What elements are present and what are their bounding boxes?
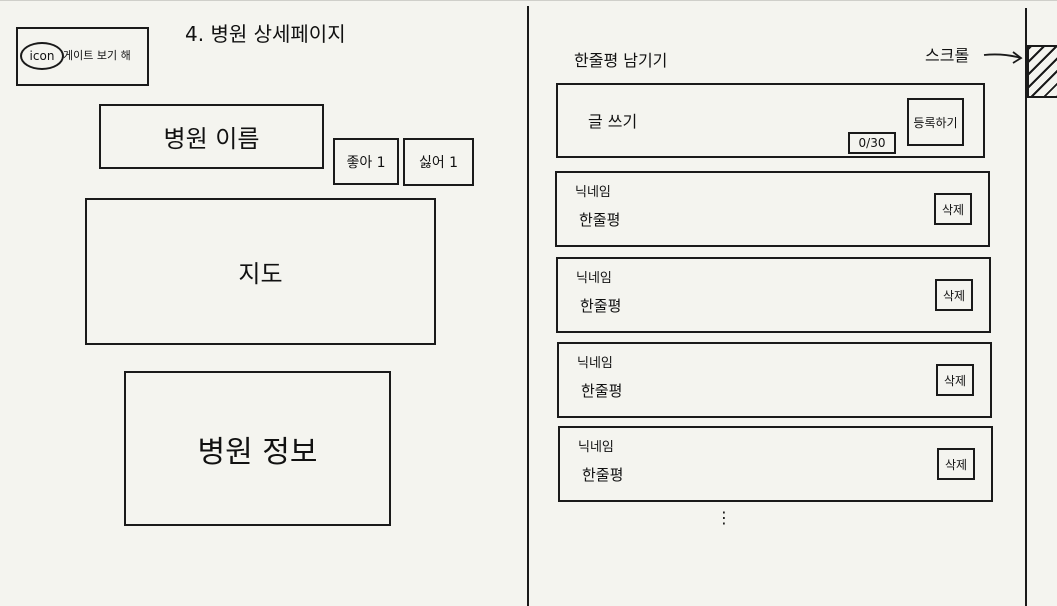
review-text: 한줄평 <box>580 297 622 315</box>
review-nickname: 닉네임 <box>577 356 613 371</box>
review-item: 닉네임 한줄평 삭제 <box>556 257 991 333</box>
delete-review-button[interactable]: 삭제 <box>936 364 974 396</box>
header-box <box>16 27 149 86</box>
review-text: 한줄평 <box>581 382 623 400</box>
hospital-name: 병원 이름 <box>99 104 324 169</box>
review-item: 닉네임 한줄평 삭제 <box>558 426 993 502</box>
review-section-heading: 한줄평 남기기 <box>574 51 668 70</box>
delete-review-button[interactable]: 삭제 <box>937 448 975 480</box>
page-title: 4. 병원 상세페이지 <box>185 22 346 46</box>
header-nav-text[interactable]: 게이트 보기 해 <box>63 49 131 62</box>
pane-divider <box>527 6 529 606</box>
review-list: 닉네임 한줄평 삭제 닉네임 한줄평 삭제 닉네임 한줄평 삭제 닉네임 한줄평… <box>555 171 993 506</box>
like-button[interactable]: 좋아 1 <box>333 138 399 185</box>
scroll-annotation: 스크롤 <box>925 46 970 65</box>
scrollbar-track[interactable] <box>1025 8 1027 606</box>
char-counter: 0/30 <box>848 132 896 154</box>
review-write-box: 0/30 등록하기 <box>556 83 985 158</box>
dislike-button[interactable]: 싫어 1 <box>403 138 474 186</box>
hospital-info-panel: 병원 정보 <box>124 371 391 526</box>
arrow-right-icon <box>983 51 1023 64</box>
review-nickname: 닉네임 <box>576 271 612 286</box>
submit-review-button[interactable]: 등록하기 <box>907 98 964 146</box>
review-text: 한줄평 <box>582 466 624 484</box>
review-input[interactable] <box>588 107 858 135</box>
review-text: 한줄평 <box>579 211 621 229</box>
review-item: 닉네임 한줄평 삭제 <box>555 171 990 247</box>
review-item: 닉네임 한줄평 삭제 <box>557 342 992 418</box>
review-nickname: 닉네임 <box>578 440 614 455</box>
review-nickname: 닉네임 <box>575 185 611 200</box>
scrollbar-thumb[interactable] <box>1027 45 1057 98</box>
top-border <box>0 0 1057 1</box>
delete-review-button[interactable]: 삭제 <box>934 193 972 225</box>
logo-icon[interactable]: icon <box>20 42 64 70</box>
more-reviews-indicator: ⋮ <box>716 508 732 527</box>
delete-review-button[interactable]: 삭제 <box>935 279 973 311</box>
map-placeholder[interactable]: 지도 <box>85 198 436 345</box>
